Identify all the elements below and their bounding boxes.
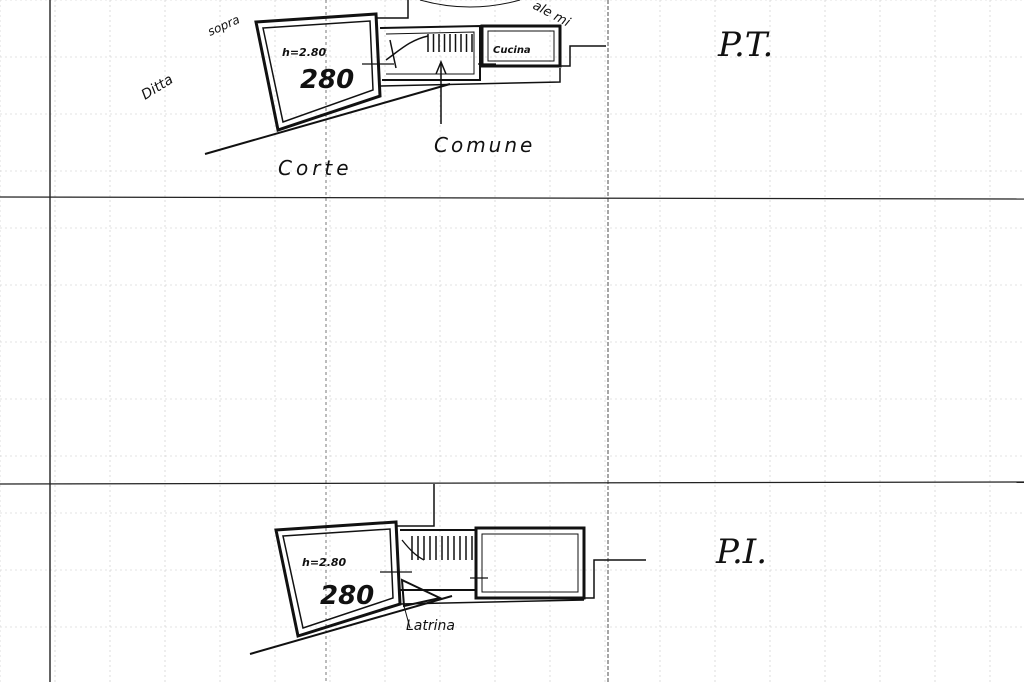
ground-corridor <box>379 24 481 81</box>
ground-main-room <box>254 12 382 132</box>
ground-top-scribble <box>419 0 521 8</box>
lower-divider-line <box>0 481 1024 485</box>
first-room-number: 280 <box>320 581 374 611</box>
ground-stair-curve <box>385 35 429 61</box>
ground-height-label: h=2.80 <box>282 46 327 59</box>
first-main-room <box>274 520 402 638</box>
ground-room-number: 280 <box>300 65 354 95</box>
ground-main-room-inner <box>262 20 374 123</box>
ditta-label: Ditta <box>139 72 177 104</box>
ground-right-wall <box>560 45 606 67</box>
first-floor-plan <box>249 484 646 655</box>
first-stairs <box>411 536 473 560</box>
toilet-room <box>400 578 444 608</box>
sopra-label: sopra <box>206 12 242 38</box>
ground-floor-label: P.T. <box>717 25 773 65</box>
first-height-label: h=2.80 <box>302 556 347 569</box>
comune-label: Comune <box>434 133 535 157</box>
first-top-wall <box>395 484 435 527</box>
ground-corridor-inner <box>385 31 475 75</box>
first-right-room-inner <box>481 533 579 593</box>
comune-arrow-head <box>435 60 447 75</box>
ground-floor-plan <box>204 0 606 155</box>
first-right-wall <box>584 559 646 599</box>
first-right-room <box>474 526 586 600</box>
ground-kitchen-inner <box>487 30 555 62</box>
upper-divider-line <box>0 196 1024 200</box>
first-stair-curve <box>401 539 425 561</box>
first-floor-text: h=2.80 280 Latrina P.I. <box>302 532 767 634</box>
kitchen-label: Cucina <box>493 45 531 56</box>
ground-door-mark <box>389 39 397 69</box>
ground-court-line <box>204 83 451 155</box>
first-floor-label: P.I. <box>715 532 767 572</box>
court-label: Corte <box>278 156 353 180</box>
first-ground-line <box>249 595 453 655</box>
toilet-pointer <box>403 605 411 629</box>
first-main-room-inner <box>282 528 394 629</box>
ground-stairs <box>427 34 473 52</box>
toilet-label: Latrina <box>406 618 455 634</box>
first-bottom-wall <box>399 599 585 605</box>
ground-bottom-wall <box>379 68 561 87</box>
ground-top-wall <box>375 0 409 19</box>
